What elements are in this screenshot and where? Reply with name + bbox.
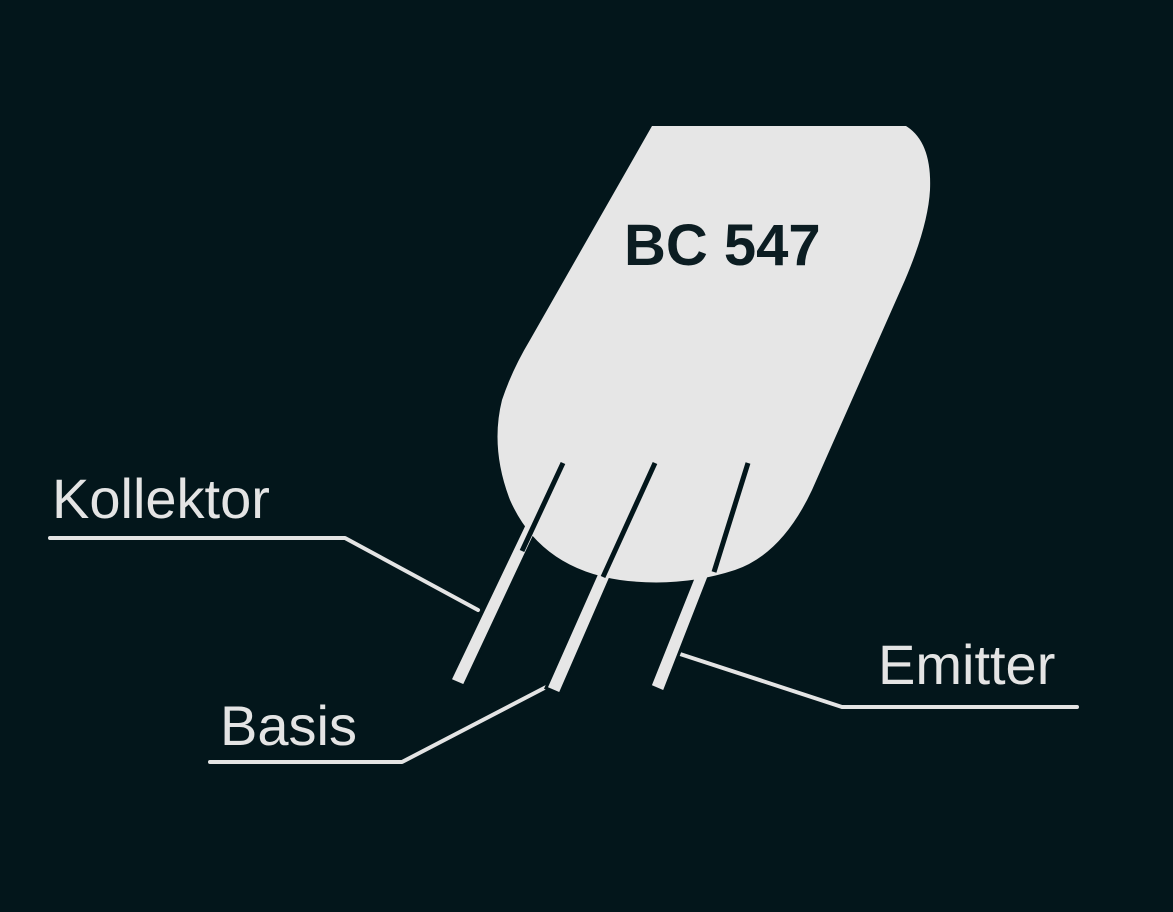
part-number-label: BC 547: [624, 213, 821, 278]
base-leader-line: [208, 682, 554, 764]
collector-label: Kollektor: [52, 467, 270, 530]
lead-inner-segments: [519, 461, 751, 579]
emitter-leader-line: [678, 652, 1079, 709]
base-label: Basis: [220, 694, 357, 757]
transistor-body: [497, 126, 931, 583]
collector-lead-inner: [519, 461, 566, 553]
base-lead-inner: [600, 461, 658, 579]
emitter-lead-inner: [711, 462, 751, 573]
emitter-label: Emitter: [878, 633, 1055, 696]
collector-leader-line: [48, 536, 480, 612]
